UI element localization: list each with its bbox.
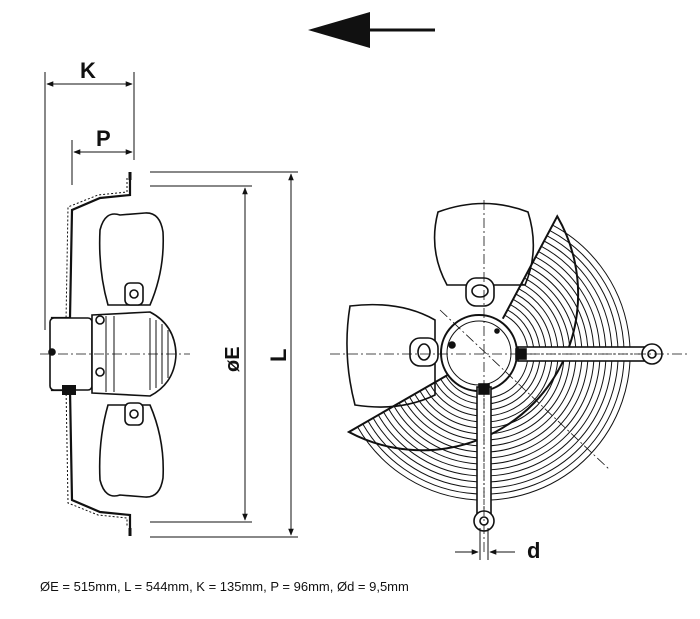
- label-p: P: [96, 126, 111, 151]
- guard-ring: [435, 304, 541, 411]
- front-view: [330, 200, 690, 560]
- guard-ring: [357, 224, 631, 501]
- hub: [440, 314, 518, 392]
- left-blade-front: [346, 303, 436, 408]
- guard-ring: [367, 235, 619, 489]
- guard-ring: [419, 288, 559, 429]
- guard-ring: [429, 298, 547, 417]
- airflow-direction-arrow: [308, 12, 435, 48]
- guard-ring: [440, 309, 535, 405]
- guard-ring: [383, 251, 601, 471]
- dimension-k: [44, 72, 135, 330]
- label-e: øE: [222, 346, 244, 372]
- guard-ring: [445, 314, 529, 399]
- guard-ring: [414, 282, 565, 435]
- guard-ring: [409, 277, 571, 441]
- label-l: L: [266, 349, 291, 362]
- guard-ring: [424, 293, 553, 423]
- guard-ring: [372, 240, 613, 483]
- guard-ring: [388, 256, 595, 465]
- dimension-p: [71, 140, 133, 185]
- upper-blade-side: [98, 212, 165, 306]
- guard-ring: [398, 267, 583, 453]
- dimension-caption: ØE = 515mm, L = 544mm, K = 135mm, P = 96…: [40, 579, 409, 594]
- label-d: d: [527, 538, 540, 563]
- label-k: K: [80, 58, 96, 83]
- guard-sector-outline: [346, 214, 580, 452]
- guard-ring: [393, 261, 589, 459]
- dimension-e-l: [150, 171, 298, 538]
- guard-rings: [357, 224, 631, 501]
- lower-blade-side: [98, 404, 165, 498]
- guard-ring: [362, 229, 625, 495]
- guard-ring: [377, 245, 607, 477]
- side-view: [40, 72, 298, 538]
- dimension-d: [455, 528, 515, 560]
- guard-ring: [403, 272, 577, 447]
